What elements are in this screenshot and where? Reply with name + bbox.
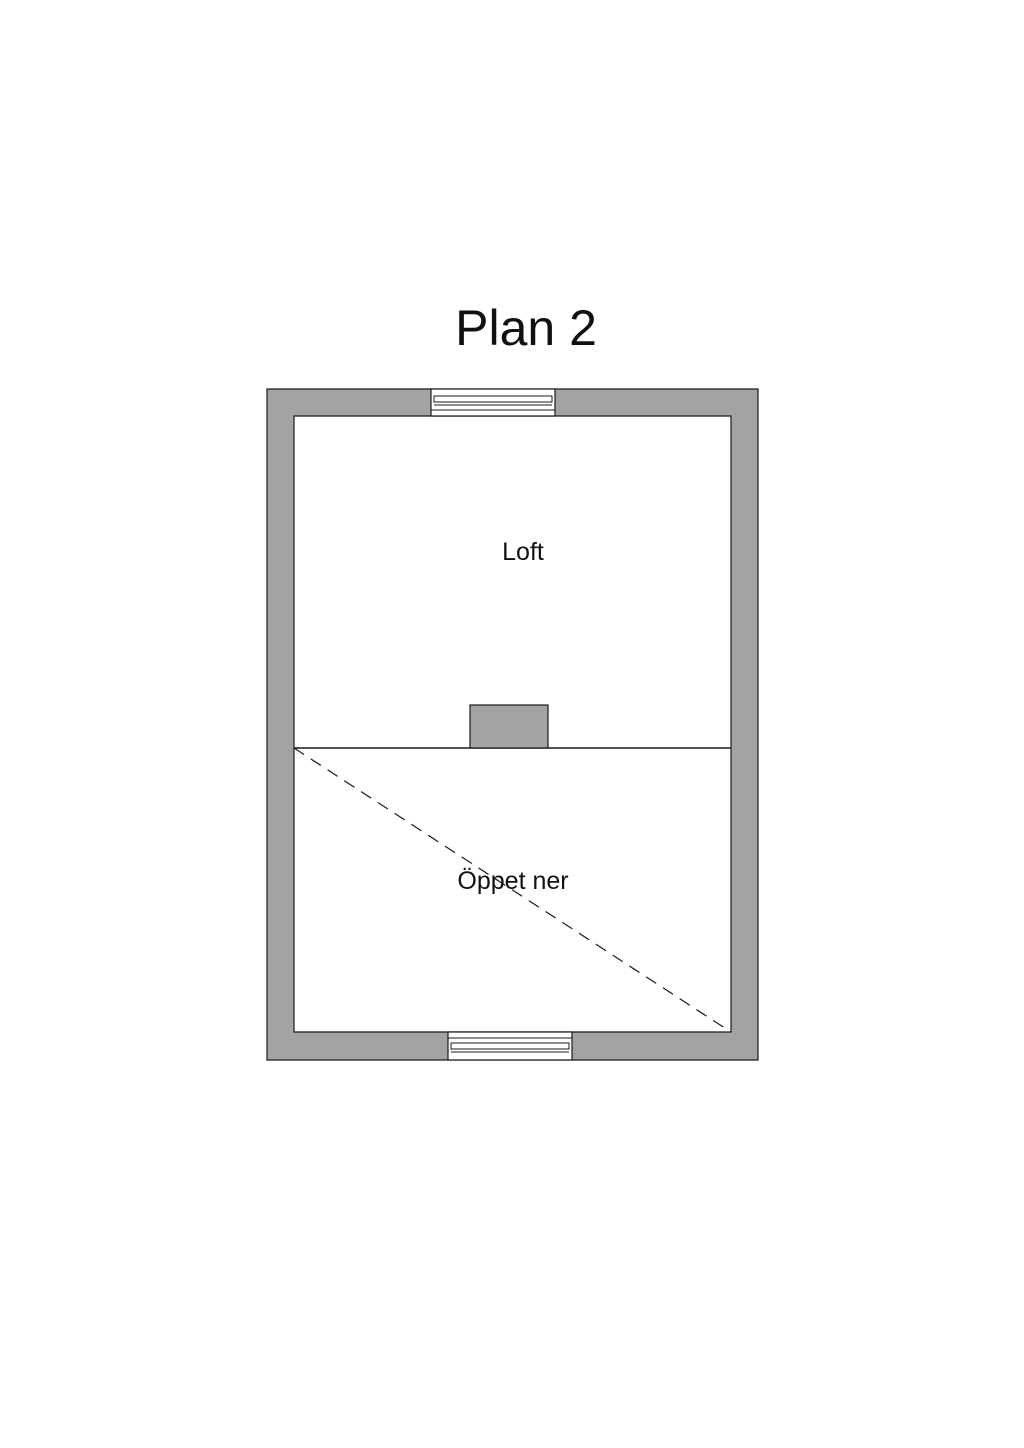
chimney-block bbox=[469, 704, 549, 749]
top-window bbox=[430, 388, 556, 417]
bottom-window bbox=[447, 1031, 573, 1061]
room-label-open-below: Öppet ner bbox=[457, 867, 568, 895]
open-below-diagonal bbox=[293, 747, 732, 1033]
plan-title: Plan 2 bbox=[455, 300, 597, 356]
room-label-loft: Loft bbox=[502, 538, 544, 566]
